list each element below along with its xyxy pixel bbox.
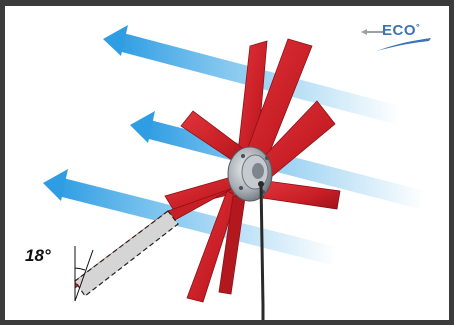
eco-logo-text: ECO° (382, 22, 421, 39)
angle-indicator (74, 246, 94, 302)
airflow-arrow-bottom (43, 169, 337, 265)
blade-angle-label: 18° (25, 246, 51, 265)
eco-logo: ECO° (361, 22, 431, 56)
eco-swoosh-icon (377, 38, 431, 51)
blade-8 (218, 195, 246, 295)
fan-stand (258, 181, 265, 320)
fan-illustration (43, 25, 425, 320)
blade-7 (186, 190, 238, 303)
eco-arrow-icon (361, 29, 383, 35)
fan-blades (164, 38, 341, 303)
fan-hub (227, 146, 273, 202)
